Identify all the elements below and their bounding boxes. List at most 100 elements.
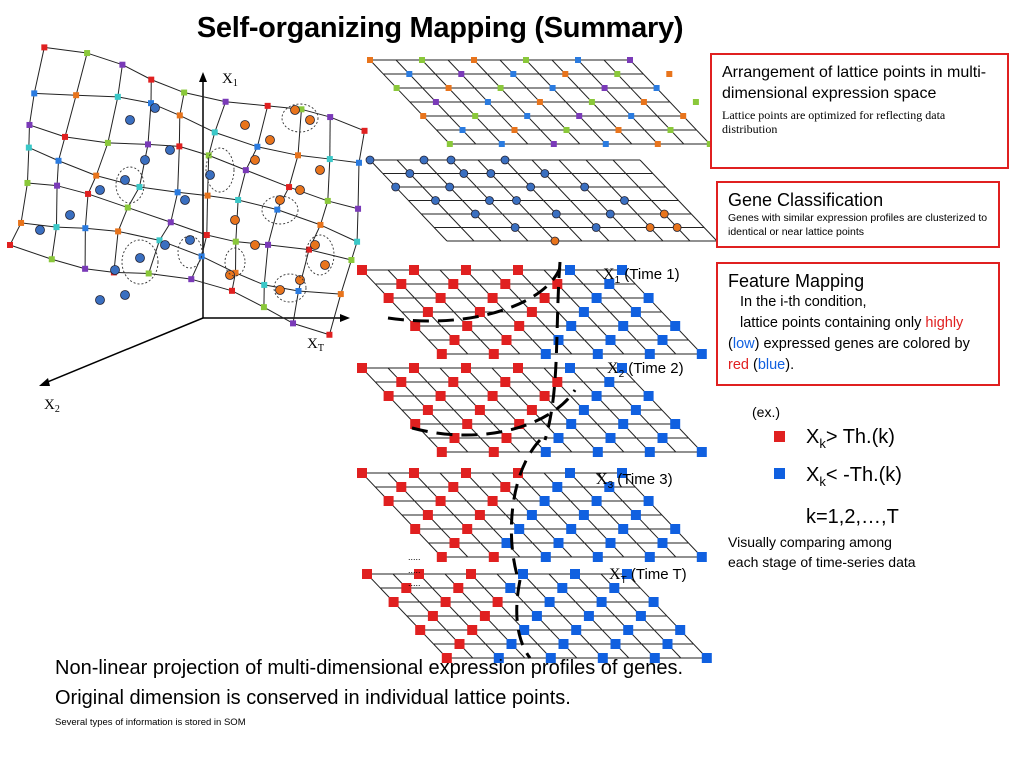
mesh-lines xyxy=(9,46,366,336)
high-expression-square xyxy=(479,611,490,621)
axis-x1-arrow xyxy=(199,72,207,82)
grid-line xyxy=(421,59,503,145)
low-expression-square xyxy=(618,524,629,534)
blue-word: blue xyxy=(757,357,786,373)
grid-line xyxy=(574,573,656,659)
grid-line xyxy=(473,59,555,145)
grid-line xyxy=(361,472,443,558)
mesh-edge xyxy=(170,221,207,236)
mesh-edge xyxy=(64,136,108,144)
mesh-node xyxy=(48,256,55,263)
high-expression-square xyxy=(357,468,367,478)
high-expression-square xyxy=(357,265,367,275)
high-expression-square xyxy=(488,552,499,562)
mesh-edge xyxy=(107,142,149,145)
lattice-marker xyxy=(654,141,661,147)
high-expression-square xyxy=(474,307,485,317)
mesh-edge xyxy=(206,195,209,236)
mesh-edge xyxy=(28,147,59,162)
mesh-node xyxy=(62,133,69,140)
mesh-edge xyxy=(277,209,321,226)
low-expression-square xyxy=(519,625,530,635)
low-expression-square xyxy=(552,482,563,492)
low-expression-square xyxy=(657,538,668,548)
cluster-ellipse xyxy=(115,166,145,204)
low-expression-square xyxy=(583,611,594,621)
cluster-ellipse xyxy=(261,195,299,225)
mesh-edge xyxy=(148,272,192,280)
low-expression-square xyxy=(578,510,589,520)
mesh-node xyxy=(286,184,293,191)
grid-line xyxy=(423,159,502,242)
mesh-node xyxy=(104,139,111,146)
grid-line xyxy=(361,269,443,355)
time-label-3: X3 (Time 3) xyxy=(596,471,673,491)
lattice-marker xyxy=(575,57,581,63)
mesh-node xyxy=(235,196,242,203)
gene-dot xyxy=(160,240,170,250)
mesh-edge xyxy=(340,259,352,295)
low-expression-square xyxy=(493,653,504,663)
gene-dot xyxy=(551,209,561,219)
gene-dot xyxy=(645,223,655,232)
mesh-edge xyxy=(235,272,265,286)
axes-3d xyxy=(44,78,343,384)
mesh-edge xyxy=(20,222,57,228)
mesh-edge xyxy=(148,240,160,274)
lattice-marker xyxy=(562,71,569,77)
low-expression-square xyxy=(643,293,654,303)
lattice-marker xyxy=(653,85,660,91)
gene-dot xyxy=(295,185,305,195)
gene-dot xyxy=(672,223,682,232)
mesh-node xyxy=(228,287,235,294)
mesh-node xyxy=(232,269,239,276)
lattice-marker xyxy=(458,71,465,77)
mesh-edge xyxy=(34,92,77,96)
mesh-node xyxy=(124,204,131,211)
lattice-marker xyxy=(550,141,557,147)
low-expression-square xyxy=(630,510,641,520)
mesh-node xyxy=(204,192,211,199)
low-expression-square xyxy=(506,639,517,649)
high-expression-square xyxy=(474,510,485,520)
grid-line xyxy=(558,159,637,242)
low-expression-square xyxy=(592,447,603,457)
mesh-node xyxy=(26,121,33,128)
mesh-edge xyxy=(358,130,366,163)
low-expression-square xyxy=(662,639,673,649)
mesh-edge xyxy=(113,271,149,274)
time-label-2: X2 (Time 2) xyxy=(607,360,684,380)
mesh-edge xyxy=(329,116,365,132)
mesh-edge xyxy=(64,95,77,138)
high-expression-square xyxy=(462,321,473,331)
high-expression-square xyxy=(449,433,460,443)
low-expression-square xyxy=(617,468,627,478)
grid-line xyxy=(465,367,547,453)
mesh-node xyxy=(354,238,361,245)
mesh-edge xyxy=(138,144,149,188)
gene-dot xyxy=(110,265,120,275)
gene-dot xyxy=(65,210,75,220)
low-expression-square xyxy=(566,321,577,331)
gene-dot xyxy=(185,235,195,245)
mesh-edge xyxy=(117,64,123,97)
mesh-edge xyxy=(117,230,160,241)
high-expression-square xyxy=(440,597,451,607)
red-word: red xyxy=(728,357,749,373)
gene-dot xyxy=(35,225,45,235)
high-expression-square xyxy=(396,377,407,387)
mesh-edge xyxy=(55,185,58,228)
high-expression-square xyxy=(414,569,424,579)
low-expression-square xyxy=(565,363,575,373)
lattice-marker xyxy=(432,99,439,105)
low-expression-square xyxy=(545,653,556,663)
gene-dot xyxy=(419,155,429,165)
mesh-node xyxy=(53,224,60,231)
grid-line xyxy=(621,472,703,558)
gene-dot xyxy=(95,295,105,305)
lattice-marker xyxy=(484,99,491,105)
mesh-node xyxy=(7,242,13,248)
mesh-edge xyxy=(159,221,172,241)
grid-line xyxy=(369,159,448,242)
mesh-node xyxy=(84,50,91,57)
